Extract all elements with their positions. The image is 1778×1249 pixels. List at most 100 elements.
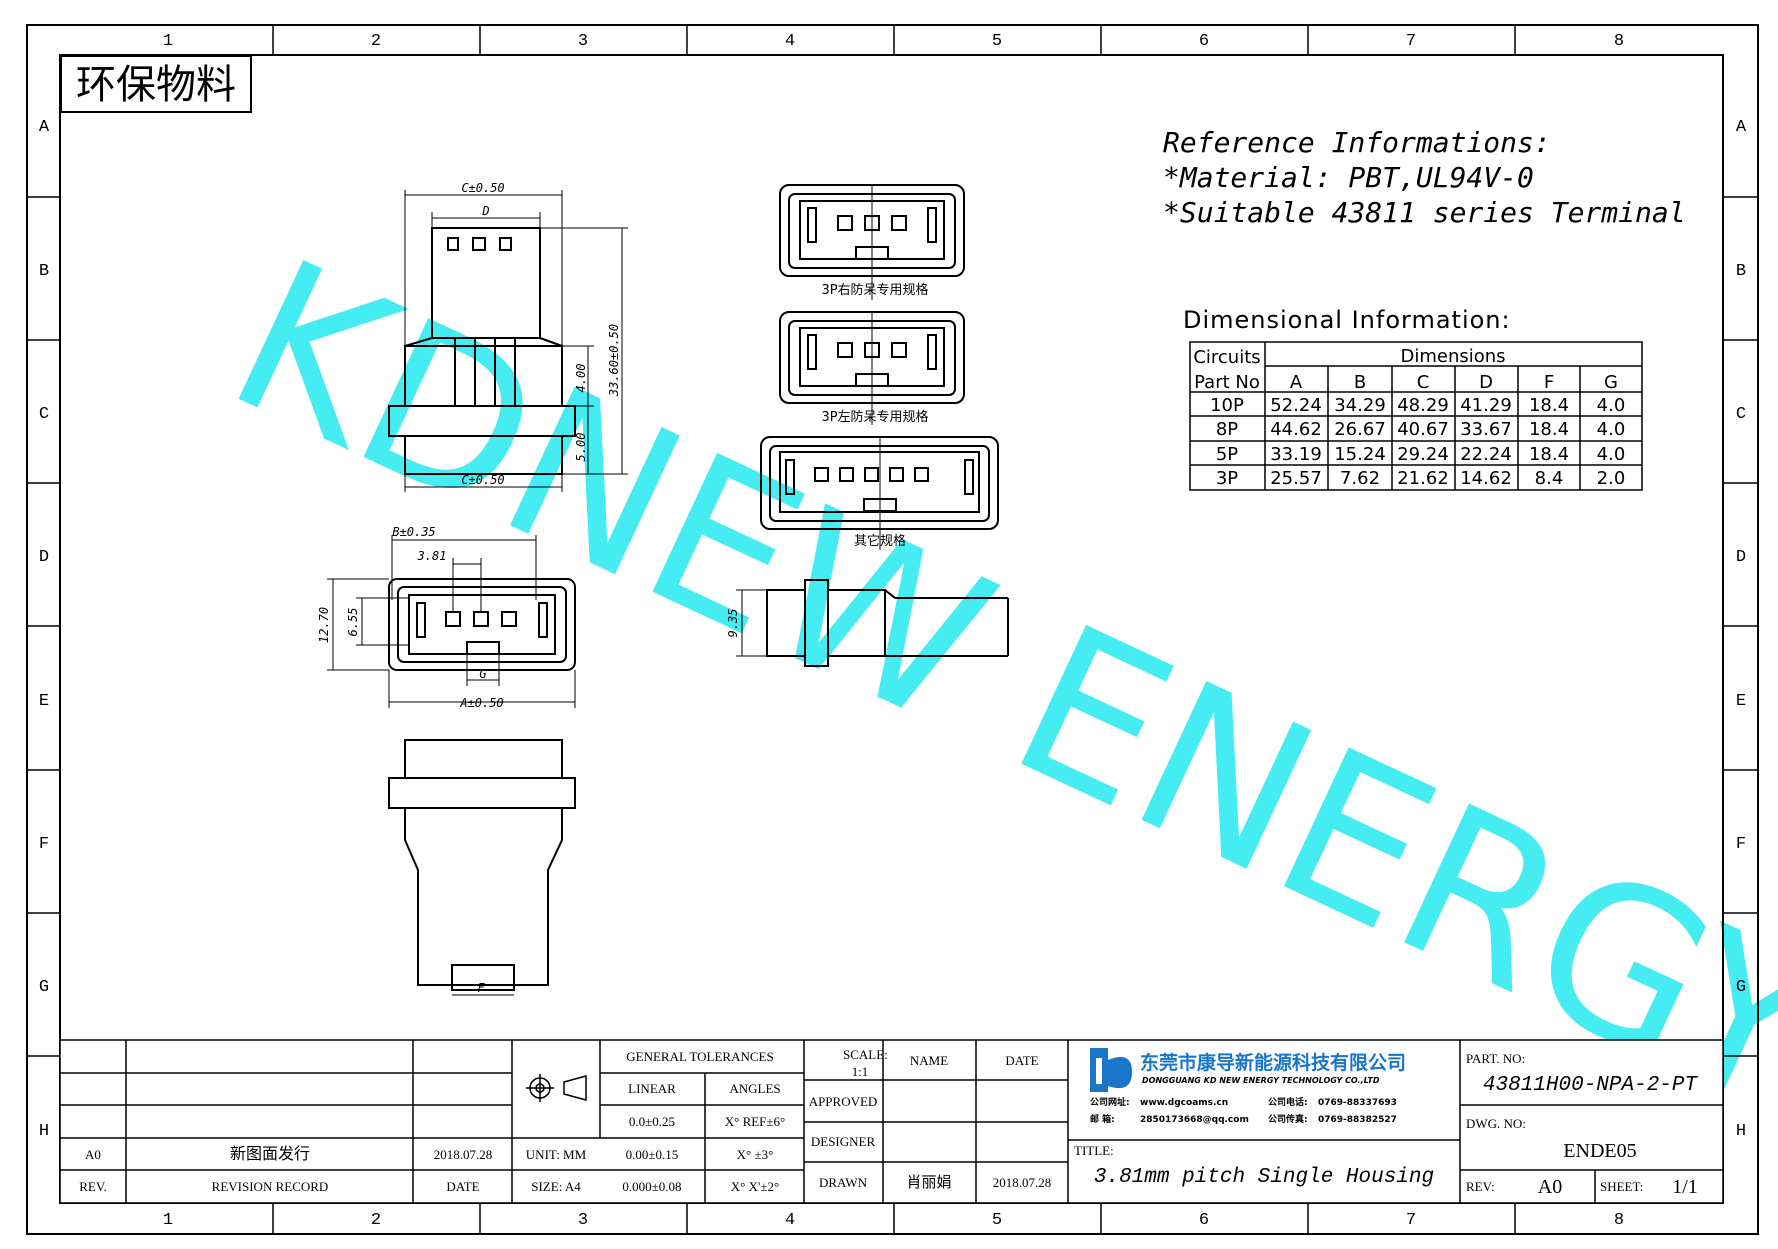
zone-col-label: 3 [578, 32, 588, 51]
company-tel: 0769-88337693 [1318, 1098, 1397, 1108]
dim-12-70: 12.70 [317, 607, 331, 643]
variant-3p-left-label: 3P左防呆专用规格 [821, 409, 928, 425]
zone-col-label: 7 [1406, 32, 1416, 51]
linear-tol-1: 0.0±0.25 [629, 1114, 675, 1129]
table-cell: 33.19 [1270, 444, 1322, 465]
outer-border [26, 24, 1759, 1235]
dim-f: F [477, 981, 485, 995]
part-no-label: PART. NO: [1466, 1051, 1525, 1066]
company-name-en: DONGGUANG KD NEW ENERGY TECHNOLOGY CO.,L… [1142, 1076, 1380, 1085]
dim-c-bottom: C±0.50 [461, 473, 504, 487]
table-cell: 18.4 [1529, 395, 1569, 416]
side-view-dims [736, 589, 767, 657]
table-col-header: C [1417, 372, 1430, 393]
zone-row-label: E [1736, 692, 1746, 711]
zone-col-label: 4 [785, 32, 795, 51]
table-cell: 29.24 [1397, 444, 1449, 465]
dim-c-top: C±0.50 [461, 181, 504, 195]
dim-g: G [479, 667, 486, 681]
zone-row-label: H [1736, 1122, 1746, 1141]
front-view-dims [404, 190, 628, 492]
dim-4-00: 4.00 [574, 364, 588, 393]
title-label: TITLE: [1074, 1143, 1114, 1158]
name-header: NAME [910, 1053, 948, 1068]
rev-label: REV: [1466, 1179, 1495, 1194]
rev-header: REV. [79, 1179, 107, 1194]
reference-material: *Material: PBT,UL94V-0 [1163, 161, 1534, 194]
designer-label: DESIGNER [811, 1134, 876, 1149]
zone-row-label: A [1736, 118, 1747, 137]
table-cell: 33.67 [1460, 419, 1512, 440]
table-cell: 8.4 [1535, 468, 1564, 489]
zone-row-label: H [39, 1122, 49, 1141]
table-cell: 52.24 [1270, 395, 1322, 416]
linear-tol-3: 0.000±0.08 [622, 1179, 681, 1194]
zone-col-label: 6 [1199, 1211, 1209, 1230]
variant-other-label: 其它规格 [854, 533, 906, 549]
zone-row-label: D [39, 548, 49, 567]
drawing-title: 3.81mm pitch Single Housing [1094, 1166, 1434, 1189]
zone-row-label: F [39, 835, 49, 854]
rear-view [388, 739, 576, 991]
table-cell: 18.4 [1529, 419, 1569, 440]
dimensional-heading: Dimensional Information: [1183, 306, 1511, 334]
dim-pitch: 3.81 [417, 549, 447, 563]
unit-label: UNIT: MM [526, 1147, 587, 1162]
dim-5-00: 5.00 [574, 433, 588, 462]
angle-tol-1: X° REF±6° [725, 1114, 786, 1129]
reference-title: Reference Informations: [1163, 126, 1551, 159]
zone-row-label: B [1736, 262, 1746, 281]
approved-label: APPROVED [809, 1094, 878, 1109]
face-view-dims [327, 535, 576, 708]
angle-tol-2: X° ±3° [737, 1147, 774, 1162]
eco-stamp-box [60, 55, 252, 113]
scale-label: SCALE: [843, 1047, 888, 1062]
zone-row-label: E [39, 692, 49, 711]
table-cell-part: 5P [1216, 444, 1238, 465]
zone-col-label: 8 [1614, 32, 1624, 51]
drawn-date: 2018.07.28 [993, 1175, 1052, 1190]
zone-col-label: 7 [1406, 1211, 1416, 1230]
dim-b: B±0.35 [392, 525, 435, 539]
zone-col-label: 4 [785, 1211, 795, 1230]
side-view [766, 579, 1009, 667]
table-cell: 44.62 [1270, 419, 1322, 440]
drawn-name: 肖丽娟 [906, 1173, 951, 1191]
date-column-header: DATE [1005, 1053, 1038, 1068]
dimension-table: Circuits Part No Dimensions A B C D F G … [1193, 346, 1625, 489]
eco-stamp: 环保物料 [76, 62, 236, 108]
table-cell: 25.57 [1270, 468, 1322, 489]
variant-3p-right-label: 3P右防呆专用规格 [821, 282, 928, 298]
table-cell: 48.29 [1397, 395, 1449, 416]
table-cell: 14.62 [1460, 468, 1512, 489]
face-view [388, 578, 576, 671]
zone-col-label: 3 [578, 1211, 588, 1230]
zone-col-label: 2 [371, 32, 381, 51]
zone-col-label: 8 [1614, 1211, 1624, 1230]
zone-col-label: 1 [163, 1211, 173, 1230]
zone-labels: 1 2 3 4 5 6 7 8 1 2 3 4 5 6 7 8 A B C D … [39, 32, 1747, 1230]
zone-col-label: 1 [163, 32, 173, 51]
revision-record-header: REVISION RECORD [212, 1179, 329, 1194]
drawn-label: DRAWN [819, 1175, 868, 1190]
reference-terminal: *Suitable 43811 series Terminal [1163, 196, 1686, 229]
zone-col-label: 2 [371, 1211, 381, 1230]
dwg-number: ENDE05 [1563, 1140, 1636, 1162]
dwg-no-label: DWG. NO: [1466, 1116, 1526, 1131]
company-contacts: 公司网址: www.dgcoams.cn 公司电话: 0769-88337693… [1090, 1096, 1397, 1125]
zone-dividers [27, 25, 1758, 1234]
dim-6-55: 6.55 [346, 608, 360, 637]
linear-tol-2: 0.00±0.15 [626, 1147, 679, 1162]
sheet-label: SHEET: [1600, 1179, 1643, 1194]
table-header-circuits: Circuits [1193, 347, 1260, 368]
variant-other [760, 436, 999, 550]
zone-row-label: F [1736, 835, 1746, 854]
company-fax: 0769-88382527 [1318, 1115, 1397, 1125]
general-tolerances: GENERAL TOLERANCES [626, 1049, 773, 1064]
rev-record: 新图面发行 [230, 1144, 310, 1163]
table-cell: 4.0 [1597, 444, 1626, 465]
front-view [388, 227, 576, 475]
table-col-header: A [1290, 372, 1303, 393]
table-cell-part: 8P [1216, 419, 1238, 440]
